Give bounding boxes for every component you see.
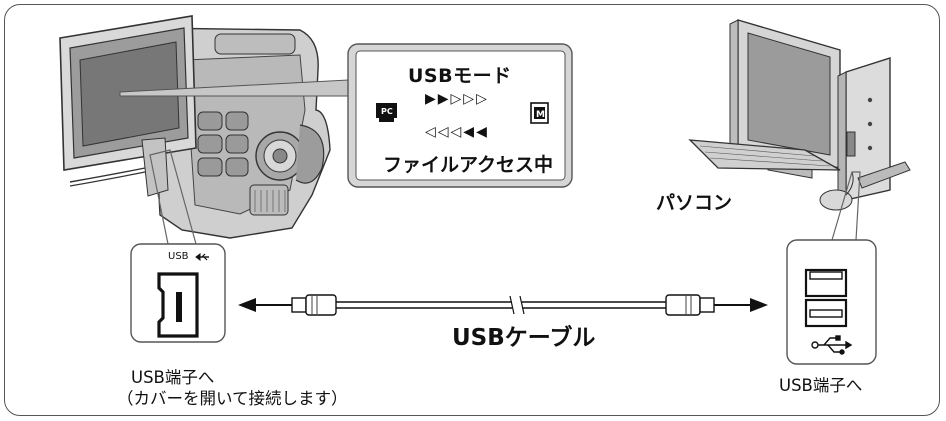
pc-usb-port-callout [786,239,877,365]
camera-port-label: USB [168,251,189,262]
camcorder [59,15,331,239]
lcd-mode-title: USBモード [408,65,512,87]
lcd-callout: PC M [347,43,573,188]
computer-label: パソコン [656,192,733,214]
camera-usb-port-callout [130,149,226,343]
lcd-receive-arrows: ◁◁◁◀◀ [425,124,489,140]
usb-trident-icon [195,253,209,261]
camera-port-caption-note: （カバーを開いて接続します） [117,389,348,408]
lcd-send-arrows: ▶▶▷▷▷ [425,91,489,107]
svg-text:M: M [536,110,545,120]
diagram-frame [4,4,940,416]
pc-port-caption: USB端子へ [779,376,863,395]
cable-label: USBケーブル [452,325,596,351]
usb-trident-icon [811,335,853,355]
camera-port-caption: USB端子へ [131,368,215,387]
pc-monitor-icon: PC [376,103,397,122]
svg-text:PC: PC [381,107,393,116]
personal-computer [688,19,911,211]
memory-card-icon: M [530,102,549,124]
usb-cable [238,294,768,316]
lcd-status-text: ファイルアクセス中 [383,154,554,176]
